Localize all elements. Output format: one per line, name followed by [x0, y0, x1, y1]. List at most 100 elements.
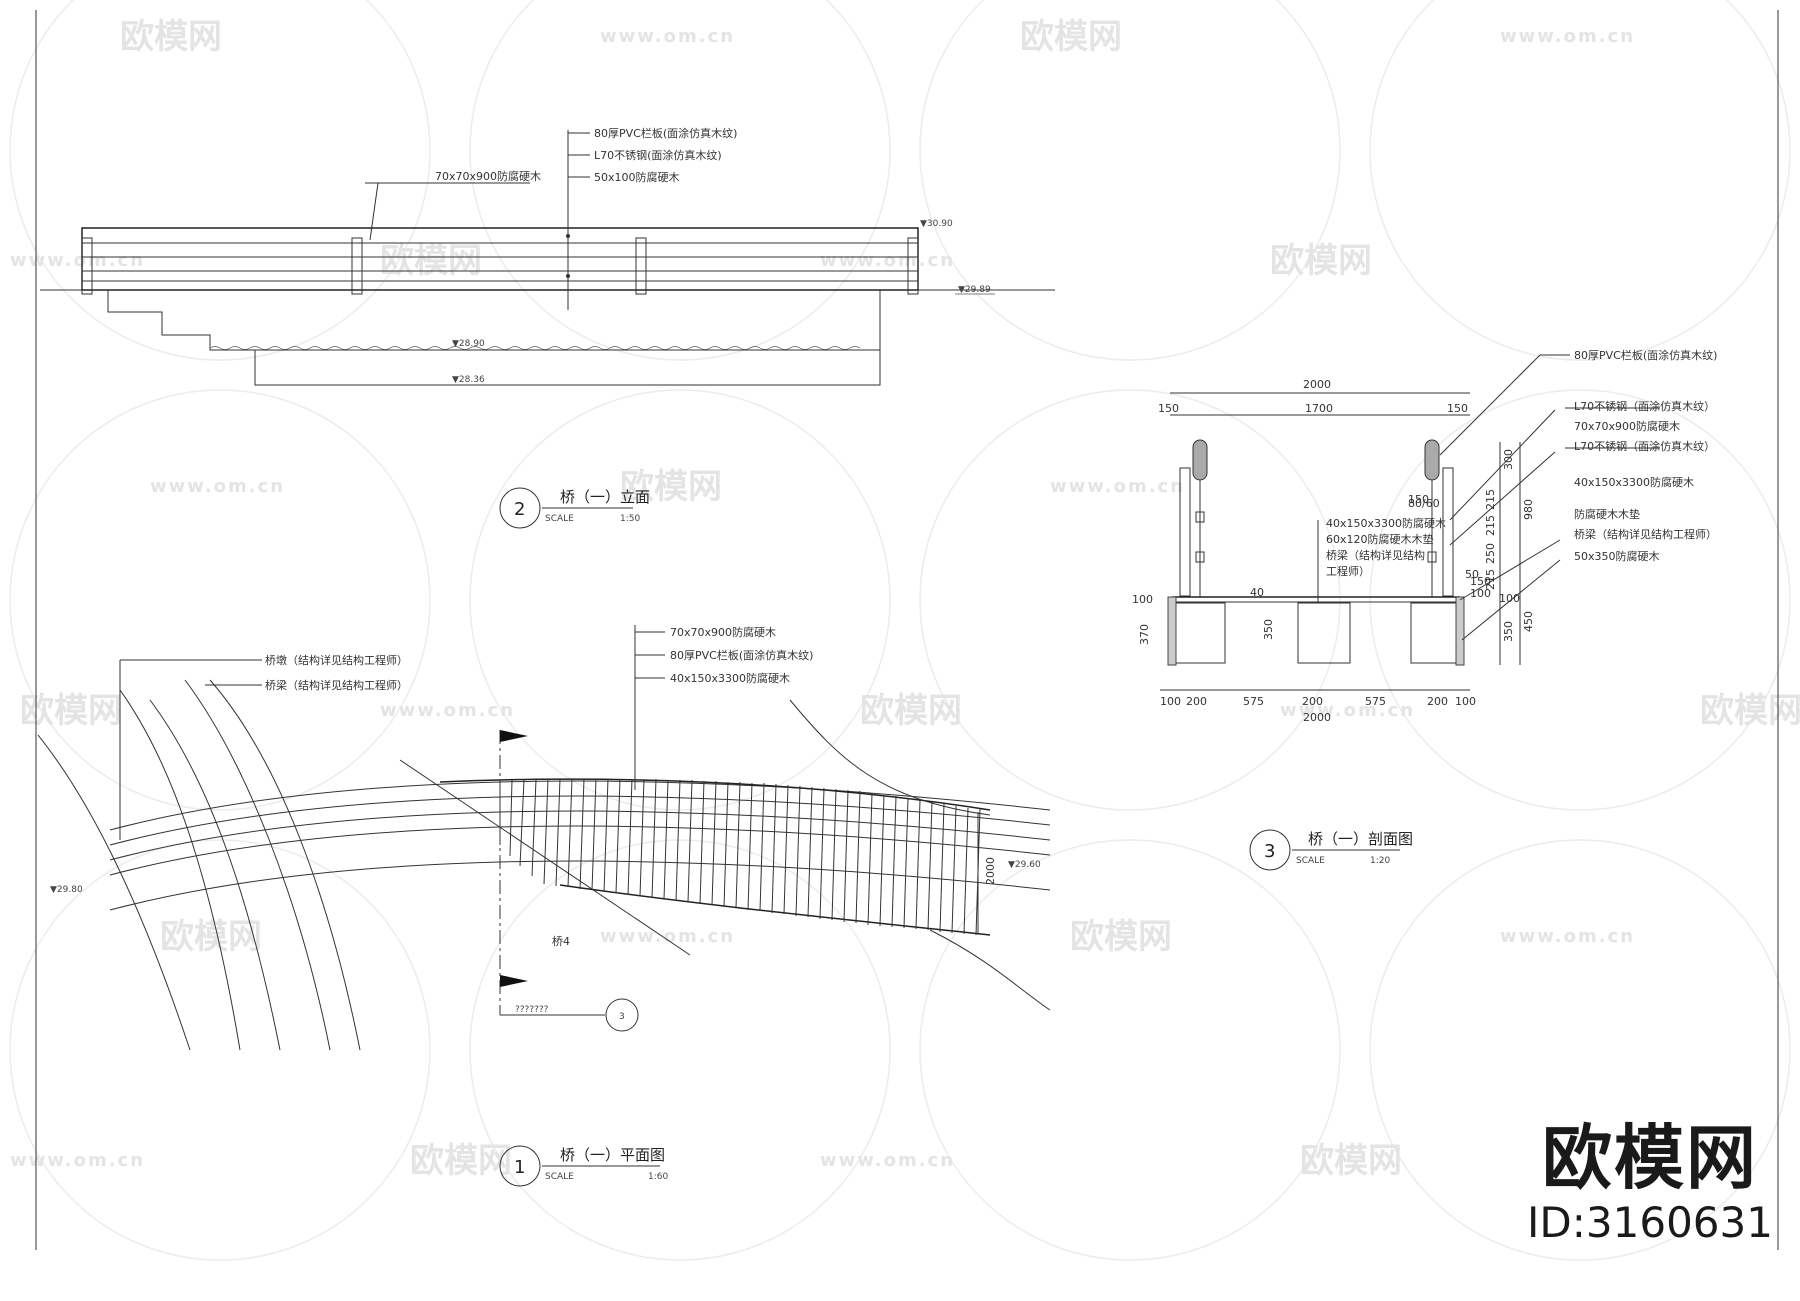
section-note: 工程师） — [1326, 565, 1370, 578]
bank-curve — [149, 699, 281, 1051]
plan-view: ??????? 3 70x70x900防腐硬木 80厚PVC栏板(面涂仿真木纹)… — [37, 625, 1051, 1187]
railing-post — [351, 237, 363, 295]
bridge-tag: 桥4 — [552, 935, 570, 948]
right-dim: 350 — [1502, 621, 1515, 642]
abutment-line — [109, 825, 1051, 876]
corner-brand: 欧模网 ID:3160631 — [1515, 1118, 1785, 1248]
abutment-line — [109, 810, 1051, 861]
dim-right: 150 — [1447, 402, 1468, 415]
right-dim: 50 — [1465, 568, 1479, 581]
watermark-url: www.om.cn — [10, 250, 145, 271]
path-edge — [789, 699, 991, 816]
beam-center — [1297, 602, 1351, 664]
callout-number: 3 — [619, 1012, 625, 1022]
watermark-url: www.om.cn — [1500, 926, 1635, 947]
dim-left: 150 — [1158, 402, 1179, 415]
watermark-brand: 欧模网 — [160, 917, 262, 957]
level-mark: ▼28.90 — [452, 339, 485, 349]
scale-value: 1:60 — [648, 1172, 668, 1182]
watermark-brand: 欧模网 — [120, 17, 222, 57]
elevation-note: L70不锈钢(面涂仿真木纹) — [594, 148, 722, 162]
section-flag — [500, 975, 528, 987]
section-note: 桥梁（结构详见结构工程师） — [1574, 527, 1717, 541]
watermark-brand: 欧模网 — [1300, 1141, 1402, 1181]
scale-label: SCALE — [545, 514, 574, 524]
watermark-url: www.om.cn — [820, 1150, 955, 1171]
view-title: 桥（一）立面 — [560, 488, 650, 506]
bottom-dim: 575 — [1365, 695, 1386, 708]
plan-note: 桥墩（结构详见结构工程师） — [265, 653, 408, 667]
view-number: 2 — [514, 499, 525, 520]
watermark-url: www.om.cn — [10, 1150, 145, 1171]
watermark-url: www.om.cn — [1500, 26, 1635, 47]
elevation-view: 80厚PVC栏板(面涂仿真木纹) L70不锈钢(面涂仿真木纹) 50x100防腐… — [40, 126, 1055, 529]
elevation-note: 80厚PVC栏板(面涂仿真木纹) — [594, 126, 737, 140]
section-flag — [500, 730, 528, 742]
side-board — [1455, 596, 1465, 666]
abutment-line — [109, 860, 1051, 911]
post-note-leader — [365, 182, 379, 241]
plan-note: 40x150x3300防腐硬木 — [670, 671, 790, 685]
stepped-abutment — [107, 290, 881, 351]
dim-mid: 1700 — [1305, 402, 1333, 415]
note-leader — [1461, 559, 1561, 641]
section-note: 防腐硬木木垫 — [1574, 507, 1640, 521]
bolt — [1195, 511, 1205, 523]
bolt — [1195, 551, 1205, 563]
handrail-cap — [1192, 439, 1208, 481]
bottom-total: 2000 — [1303, 711, 1331, 724]
level-mark: ▼29.80 — [50, 885, 83, 895]
watermark-url: www.om.cn — [600, 926, 735, 947]
inner-dim: 150 — [1408, 493, 1429, 506]
watermark-url: www.om.cn — [820, 250, 955, 271]
bolt — [1427, 551, 1437, 563]
inner-dim: 80/60 — [1408, 497, 1440, 510]
railing-post — [635, 237, 647, 295]
watermark-url: www.om.cn — [1280, 700, 1415, 721]
watermark-layer: 欧模网 欧模网 欧模网 欧模网 欧模网 欧模网 欧模网 欧模网 欧模网 欧模网 … — [9, 0, 1800, 1261]
section-note: L70不锈钢（面涂仿真木纹） — [1574, 399, 1715, 413]
note-leader — [1449, 451, 1556, 546]
section-note: 70x70x900防腐硬木 — [1574, 419, 1680, 433]
bottom-dim: 200 — [1186, 695, 1207, 708]
watermark-brand: 欧模网 — [860, 691, 962, 731]
right-dim: 300 — [1502, 449, 1515, 470]
leader-dot — [566, 274, 570, 278]
watermark-url: www.om.cn — [600, 26, 735, 47]
right-dim-chain: 300 215 215 250 215 980 100 350 450 150 … — [1465, 442, 1535, 665]
watermark-brand: 欧模网 — [20, 691, 122, 731]
bank-curve — [119, 689, 241, 1051]
view-title: 桥（一）平面图 — [560, 1146, 665, 1164]
watermark-url: www.om.cn — [150, 476, 285, 497]
water-line — [209, 346, 861, 350]
bottom-dim: 200 — [1427, 695, 1448, 708]
right-dim: 215 — [1484, 515, 1497, 536]
watermark-brand: 欧模网 — [410, 1141, 512, 1181]
level-mark: ▼30.90 — [920, 219, 953, 229]
section-view: 2000 150 1700 150 100 200 575 200 575 20… — [1132, 348, 1717, 871]
bottom-dim: 100 — [1160, 695, 1181, 708]
railing-post — [81, 237, 93, 295]
note-leader — [1449, 409, 1556, 521]
view-number: 1 — [514, 1157, 525, 1178]
bank-curve — [209, 679, 361, 1051]
right-dim: 215 — [1484, 489, 1497, 510]
right-dim: 100 — [1470, 587, 1491, 600]
brand-name: 欧模网 — [1542, 1117, 1758, 1199]
scale-label: SCALE — [1296, 856, 1325, 866]
plan-note: 70x70x900防腐硬木 — [670, 625, 776, 639]
watermark-brand: 欧模网 — [1700, 691, 1800, 731]
abutment-line — [109, 780, 1051, 831]
watermark-brand: 欧模网 — [1070, 917, 1172, 957]
elevation-post-note: 70x70x900防腐硬木 — [435, 169, 541, 183]
right-dim: 215 — [1484, 569, 1497, 590]
inner-dim: 350 — [1262, 619, 1275, 640]
right-dim: 450 — [1522, 611, 1535, 632]
plan-note: 80厚PVC栏板(面涂仿真木纹) — [670, 648, 813, 662]
section-note: 桥梁（结构详见结构 — [1326, 548, 1425, 562]
deck-edge-bottom — [559, 884, 991, 936]
side-board — [1167, 596, 1177, 666]
watermark-url: www.om.cn — [380, 700, 515, 721]
bank-curve — [184, 679, 331, 1051]
scale-value: 1:20 — [1370, 856, 1390, 866]
